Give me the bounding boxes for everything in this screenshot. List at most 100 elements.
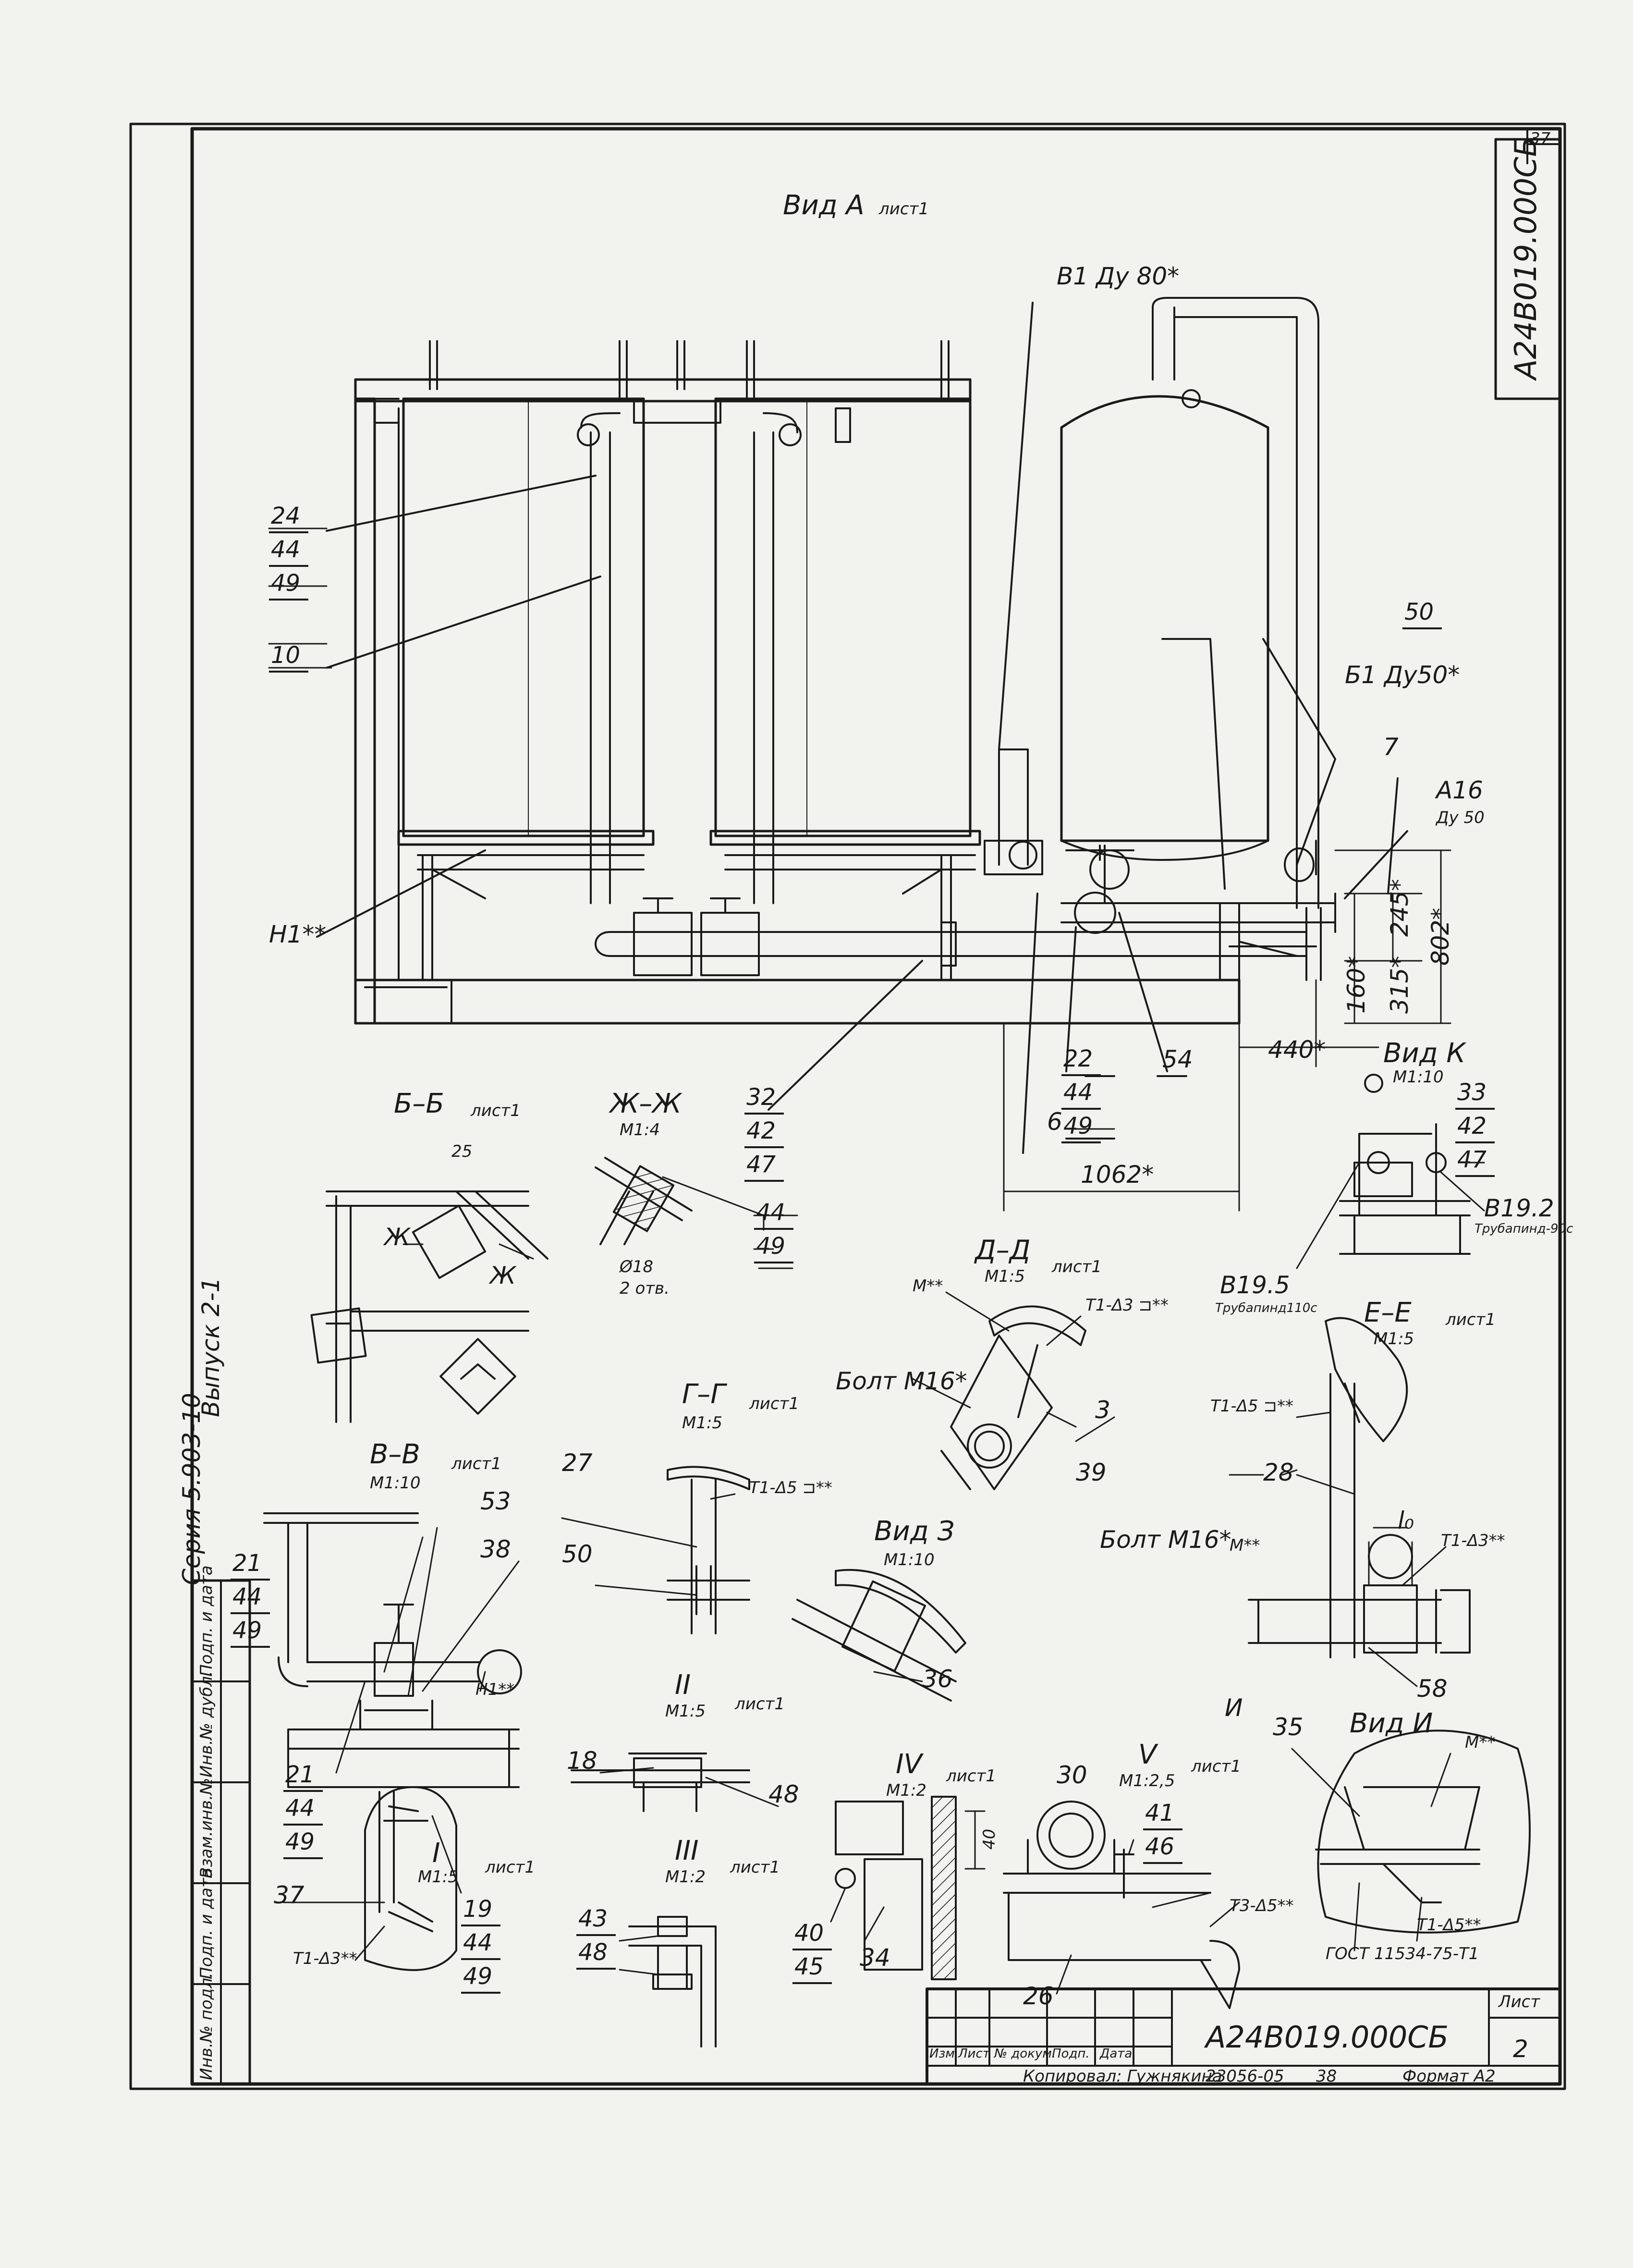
pos-stack-40-45: 40 45 [792,1917,832,1984]
title-order-sub: 38 [1316,2067,1337,2086]
label-b19-5: В19.5 [1220,1271,1290,1299]
pos-40: 40 [792,1917,832,1950]
view-k [1296,1074,1485,1269]
dim-25: 25 [451,1142,473,1161]
label-gost: ГОСТ 11534-75-Т1 [1326,1944,1479,1963]
pos-49b: 49 [1061,1110,1101,1143]
pos-44e: 44 [283,1792,323,1826]
label-m-e: М** [1230,1536,1260,1555]
section-zh-zh-scale: М1:4 [620,1120,660,1140]
dim-315: 315* [1386,956,1414,1014]
title-block-sheet-label: Лист [1499,1992,1540,2011]
section-b-b-sheet: лист1 [471,1101,521,1120]
pos-50b: 50 [562,1540,593,1568]
view-z [792,1569,966,1702]
label-v1-du80: В1 Ду 80* [1057,262,1180,290]
pos-21a: 21 [231,1547,270,1581]
pos-18: 18 [567,1747,597,1775]
label-i-arrow: И [1225,1694,1243,1722]
title-block-sheet-value: 2 [1513,2035,1528,2063]
pos-28: 28 [1263,1459,1294,1486]
pos-stack-10: 10 [269,639,308,673]
side-stamp-label-2: Взам.инв.№ [197,1778,216,1878]
detail-5-scale: М1:2,5 [1119,1771,1175,1790]
title-block [926,1987,1561,2085]
pos-32: 32 [744,1081,784,1115]
pos-6: 6 [1047,1108,1062,1136]
side-stamp-label-1: Подп. и дата [197,1868,216,1979]
label-b19-2: В19.2 [1484,1194,1554,1222]
detail-2-title: II [675,1669,691,1701]
title-col-izm: Изм [929,2047,955,2061]
view-i-title: Вид И [1350,1708,1433,1739]
pos-48a: 48 [768,1780,799,1808]
outer-frame [129,123,1566,2090]
label-bolt-d: Болт М16* [836,1367,967,1395]
pos-42a: 42 [744,1115,784,1148]
title-block-code: А24В019.000СБ [1206,2020,1449,2055]
pos-19: 19 [461,1893,500,1926]
title-col-sign: Подп. [1052,2047,1090,2061]
view-k-title: Вид К [1383,1038,1466,1069]
title-col-date: Дата [1100,2047,1133,2061]
detail-3-sheet: лист1 [730,1858,780,1877]
detail-4 [830,1796,986,1980]
pos-stack-32-42-47: 32 42 47 [744,1081,784,1182]
pos-37: 37 [274,1881,305,1909]
pos-54: 54 [1162,1045,1193,1073]
sheet-number: 37 [1530,129,1551,148]
detail-5-title: V [1138,1739,1157,1770]
label-n1-vv: Н1** [475,1680,515,1699]
pos-26: 26 [1023,1982,1054,2010]
title-col-doc: № докум. [994,2047,1056,2061]
pos-43: 43 [576,1902,616,1936]
zh-holes: Ø18 [620,1257,654,1276]
section-v-v-scale: М1:10 [370,1473,421,1493]
section-v-v [263,1512,522,1788]
pos-stack-24-44-49: 24 44 49 [269,500,308,601]
section-zh-zh [595,1157,798,1245]
detail-5-sheet: лист1 [1191,1757,1241,1776]
section-g-g-sheet: лист1 [749,1394,799,1413]
pos-24: 24 [269,500,308,533]
pos-45: 45 [792,1950,832,1984]
section-d-d-scale: М1:5 [985,1267,1025,1286]
view-k-scale: М1:10 [1393,1067,1444,1087]
label-a16: А16 [1436,776,1483,804]
section-g-g-scale: М1:5 [682,1413,723,1433]
pos-49c: 49 [754,1230,793,1263]
zh-mark-left: Ж [384,1223,410,1251]
pos-3: 3 [1095,1396,1110,1424]
pos-stack-43-48: 43 48 [576,1902,616,1970]
detail-1-scale: М1:5 [418,1867,459,1887]
pos-42b: 42 [1455,1110,1495,1143]
inner-frame [190,127,1562,2086]
pos-stack-21-44-49-bottom: 21 44 49 [283,1758,323,1859]
pos-38: 38 [480,1535,511,1563]
zh-mark-right: Ж [490,1262,516,1289]
pos-stack-21-44-49-top: 21 44 49 [231,1547,270,1648]
view-a-title: Вид А [783,190,865,221]
pos-44f: 44 [461,1926,500,1960]
pos-44a: 44 [269,533,308,567]
side-stamp-label-0: Инв.№ подл. [197,1973,216,2080]
pos-46: 46 [1143,1830,1182,1864]
section-zh-zh-title: Ж–Ж [610,1088,682,1119]
pos-33: 33 [1455,1076,1495,1110]
detail-4-sheet: лист1 [946,1766,996,1786]
dim-l0: l₀ [1398,1507,1414,1534]
label-b19-5-sub: Трубапинд110с [1215,1301,1317,1315]
dim-440: 440* [1268,1036,1326,1064]
pos-49e: 49 [283,1826,323,1859]
label-n1: Н1** [269,920,327,948]
pos-stack-33-42-47: 33 42 47 [1455,1076,1495,1177]
pos-21b: 21 [283,1758,323,1792]
pos-49a: 49 [269,567,308,601]
view-z-title: Вид З [874,1516,955,1547]
detail-2-sheet: лист1 [735,1694,785,1714]
pos-49f: 49 [461,1960,500,1994]
pos-49d: 49 [231,1614,270,1648]
section-b-b [310,1190,548,1423]
section-d-d-title: Д–Д [975,1235,1031,1266]
